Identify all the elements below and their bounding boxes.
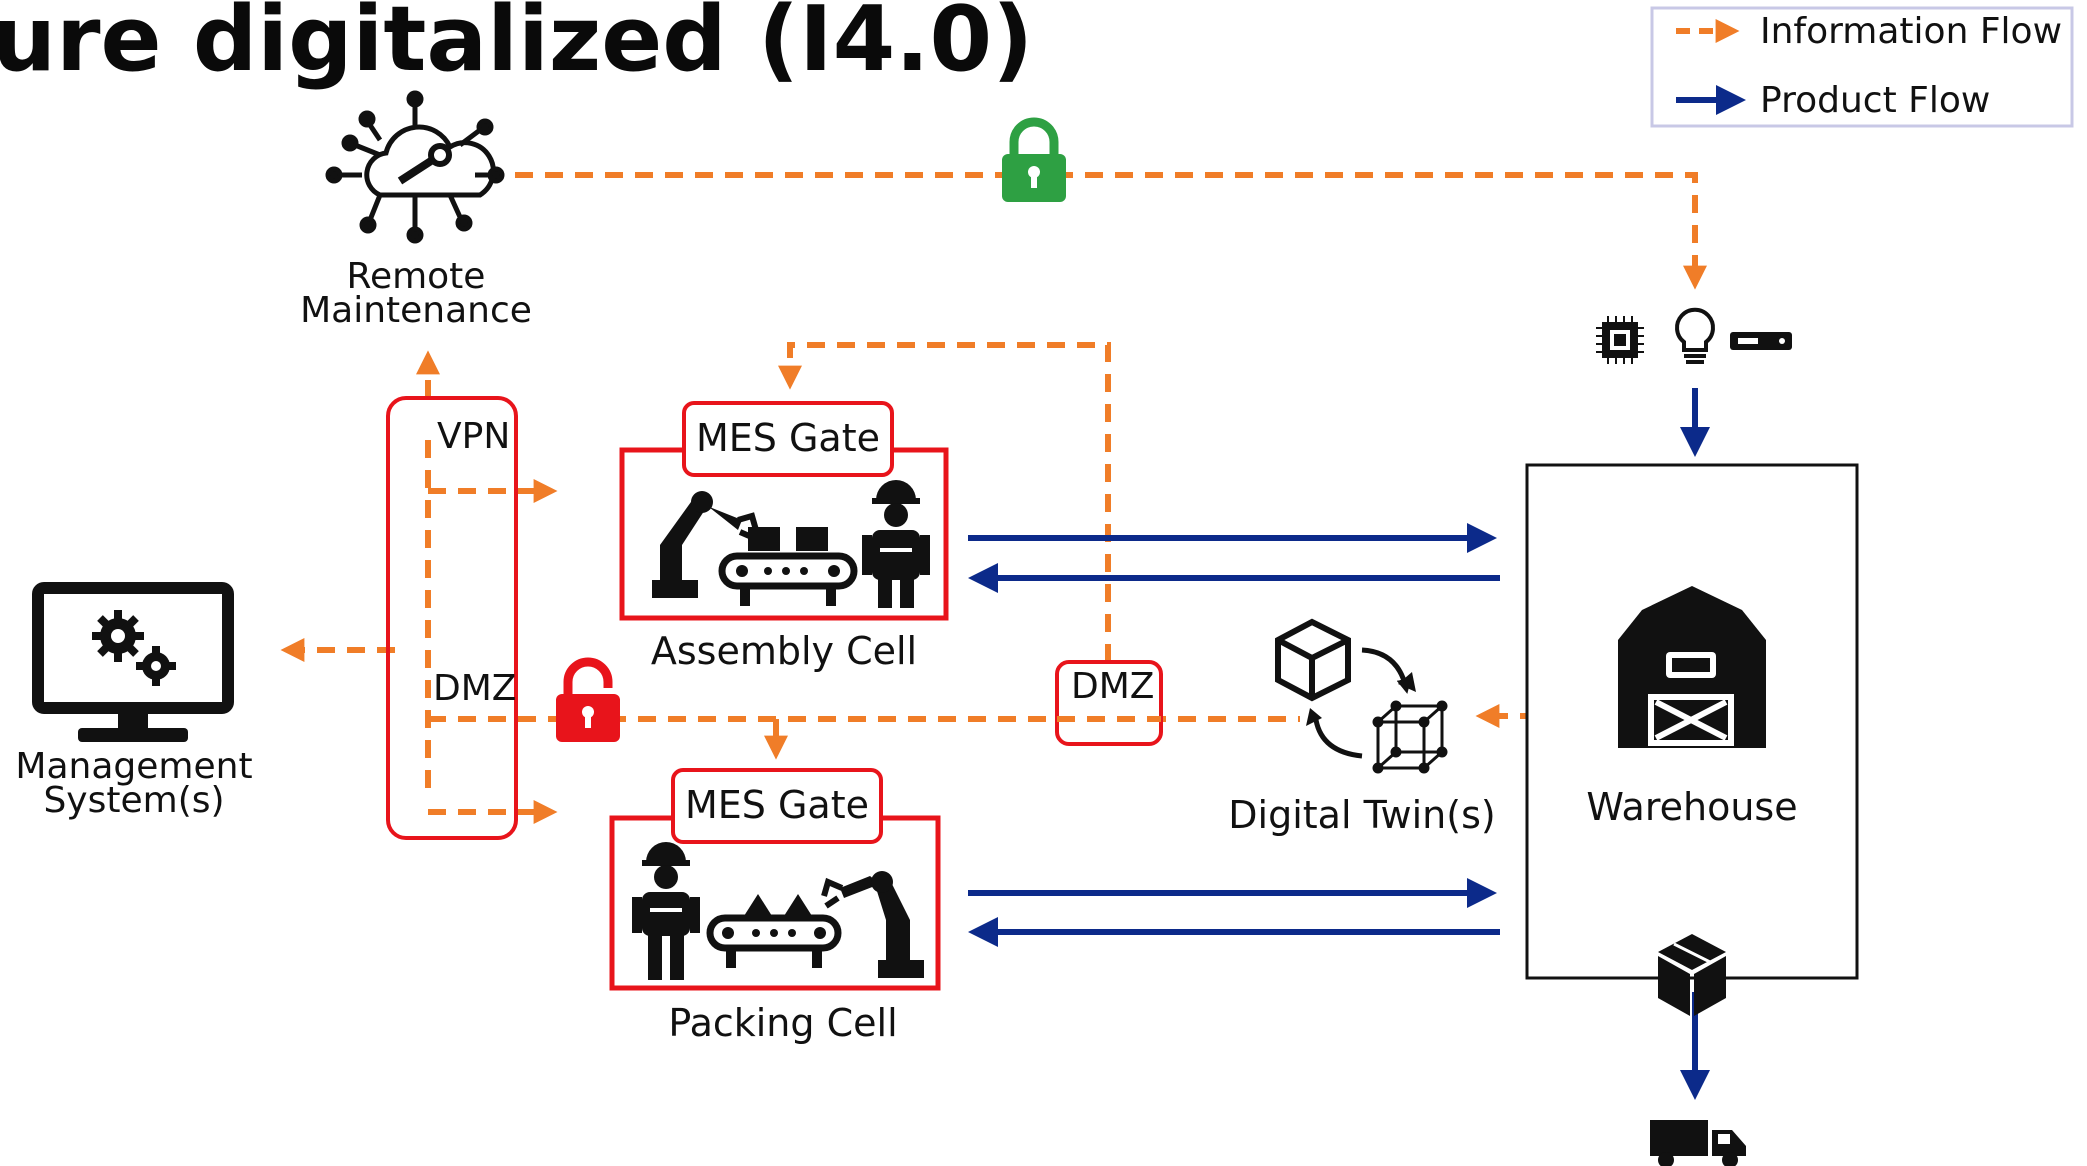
cube-icon xyxy=(1275,618,1351,702)
remote-maintenance-line2: Maintenance xyxy=(300,290,532,331)
assembly-mes-gate-label: MES Gate xyxy=(696,416,880,460)
legend-product-label: Product Flow xyxy=(1760,80,1990,121)
assembly-cell-label: Assembly Cell xyxy=(651,629,917,673)
conveyor-icon xyxy=(706,894,842,968)
management-line2: System(s) xyxy=(43,780,224,821)
wireframe-cube-icon xyxy=(1372,700,1448,774)
worker-icon xyxy=(632,842,700,980)
truck-icon xyxy=(1650,1120,1746,1166)
legend-info-label: Information Flow xyxy=(1760,11,2062,52)
conveyor-icon xyxy=(718,527,858,606)
lock-open-icon xyxy=(556,657,620,742)
twin-sync-arrow-bottom xyxy=(1313,719,1363,759)
information-flows xyxy=(280,172,1707,824)
assembly-cell: MES Gate As xyxy=(619,401,949,673)
dmz-right-label: DMZ xyxy=(1071,666,1154,707)
digital-twin-label: Digital Twin(s) xyxy=(1228,793,1495,837)
monitor-gears-icon xyxy=(32,582,234,742)
legend: Information Flow Product Flow xyxy=(1650,6,2074,128)
packing-mes-gate xyxy=(671,768,883,844)
assembly-mes-gate xyxy=(682,401,894,477)
packing-mes-gate-label: MES Gate xyxy=(685,783,869,827)
warehouse-label: Warehouse xyxy=(1586,785,1797,829)
twin-sync-arrow-top xyxy=(1361,647,1412,694)
robot-arm-icon xyxy=(821,871,924,978)
barn-icon xyxy=(1618,586,1766,748)
page-title: ure digitalized (I4.0) xyxy=(0,0,1033,92)
chip-icon xyxy=(1596,316,1644,364)
dmz-right-box xyxy=(1055,660,1163,746)
dmz-left-label: DMZ xyxy=(433,668,516,709)
packing-cell-label: Packing Cell xyxy=(668,1001,897,1045)
robot-arm-icon xyxy=(652,491,759,598)
vpn-label: VPN xyxy=(437,416,510,457)
info-flow-to-assembly-gate xyxy=(778,342,1111,662)
warehouse: Warehouse xyxy=(1525,463,1859,1016)
info-flow-remote-to-devices xyxy=(515,172,1707,290)
worker-icon xyxy=(862,480,930,608)
package-icon xyxy=(1658,934,1726,1016)
lock-closed-icon xyxy=(1002,117,1066,202)
bulb-icon xyxy=(1675,307,1715,364)
cloud-wrench-icon xyxy=(325,90,505,244)
remote-maintenance-line1: Remote xyxy=(347,256,486,297)
vpn-dmz-zone xyxy=(386,396,518,840)
management-line1: Management xyxy=(15,746,252,787)
device-icon xyxy=(1730,332,1792,350)
packing-cell: MES Gate Pa xyxy=(609,768,941,1045)
digital-twin: Digital Twin(s) xyxy=(1228,618,1496,837)
